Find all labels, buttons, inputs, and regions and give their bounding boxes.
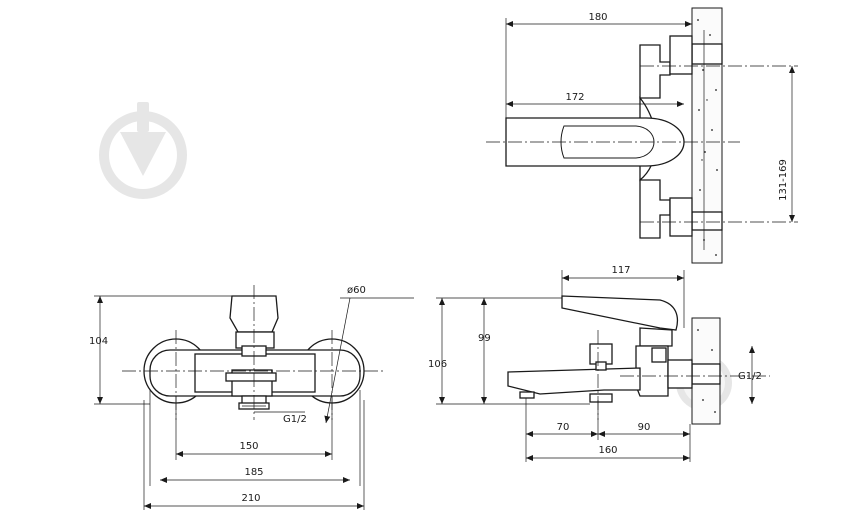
dim-70: 70 <box>557 422 570 433</box>
dim-172: 172 <box>565 92 584 103</box>
top-view: 180 172 131-169 <box>486 7 798 264</box>
dim-185: 185 <box>244 467 263 478</box>
dim-131-169: 131-169 <box>778 159 789 201</box>
dim-210: 210 <box>241 493 260 504</box>
dim-160: 160 <box>598 445 617 456</box>
dim-99: 99 <box>478 333 491 344</box>
watermark-shovel-icon <box>99 102 187 199</box>
dim-g12-side: G1/2 <box>738 371 762 382</box>
dim-106: 106 <box>428 359 447 370</box>
dim-150: 150 <box>239 441 258 452</box>
lever-side-view <box>561 295 679 331</box>
side-view: 117 106 99 G1/2 70 90 160 <box>428 265 770 462</box>
dim-117: 117 <box>611 265 630 276</box>
spout <box>507 367 641 395</box>
dim-104: 104 <box>89 336 108 347</box>
dim-180: 180 <box>588 12 607 23</box>
front-view: 104 ø60 G1/2 150 185 210 <box>89 285 414 510</box>
dim-g12-front: G1/2 <box>283 414 307 425</box>
dim-90: 90 <box>638 422 651 433</box>
wall-speckles <box>697 19 718 256</box>
dim-diameter-60: ø60 <box>347 285 366 296</box>
